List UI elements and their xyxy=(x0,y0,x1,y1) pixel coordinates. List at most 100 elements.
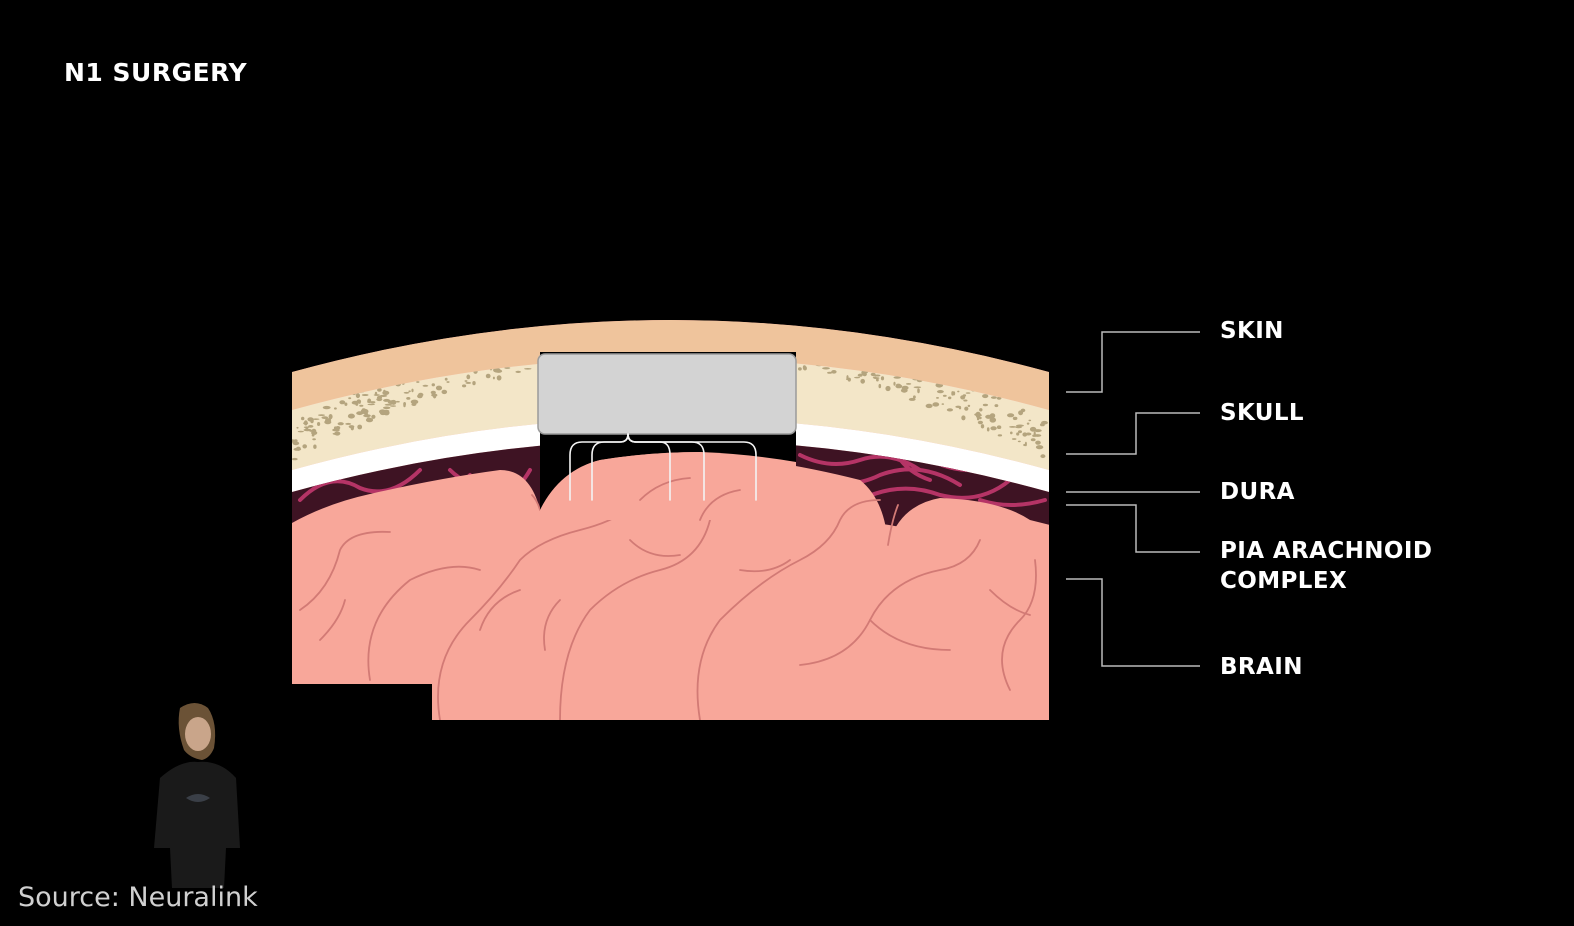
bone-spot xyxy=(308,425,314,428)
bone-spot xyxy=(465,381,472,384)
bone-spot xyxy=(485,373,491,379)
bone-spot xyxy=(989,413,996,419)
bone-spot xyxy=(446,381,450,383)
bone-spot xyxy=(366,401,374,403)
bone-spot xyxy=(1022,432,1028,437)
bone-spot xyxy=(913,386,922,389)
bone-spot xyxy=(854,376,861,379)
bone-spot xyxy=(357,424,363,430)
bone-spot xyxy=(1026,422,1030,425)
bone-spot xyxy=(900,388,908,393)
bone-spot xyxy=(870,372,876,377)
bone-spot xyxy=(301,416,305,421)
bone-spot xyxy=(472,381,476,386)
bone-spot xyxy=(293,447,302,451)
bone-spot xyxy=(292,439,296,443)
bone-spot xyxy=(975,414,982,417)
presenter-figure xyxy=(154,703,240,888)
skin-layer xyxy=(292,320,1049,410)
bone-spot xyxy=(318,414,325,416)
bone-spot xyxy=(384,403,392,406)
electrode-threads-icon xyxy=(569,433,757,501)
slide-title: N1 SURGERY xyxy=(64,58,248,87)
bone-spot xyxy=(906,383,912,385)
pia-arachnoid-label: PIA ARACHNOID COMPLEX xyxy=(1220,538,1433,594)
bone-spot xyxy=(942,394,947,397)
bone-spot xyxy=(361,394,369,396)
implant-device-icon xyxy=(537,353,797,435)
bone-spot xyxy=(1035,440,1041,445)
bone-spot xyxy=(957,390,960,393)
bone-spot xyxy=(1032,434,1037,437)
bone-spot xyxy=(1028,419,1032,422)
bone-spot xyxy=(917,388,920,394)
bone-spot xyxy=(303,428,312,432)
bone-spot xyxy=(431,393,438,397)
bone-spot xyxy=(495,369,503,373)
bone-spot xyxy=(347,413,355,419)
bone-spot xyxy=(982,403,989,407)
bone-spot xyxy=(321,416,329,419)
bone-spot xyxy=(827,371,833,374)
brain-surface xyxy=(292,451,1049,720)
source-credit: Source: Neuralink xyxy=(18,882,258,913)
bone-spot xyxy=(383,389,386,393)
bone-spot xyxy=(422,384,429,387)
bone-spot xyxy=(350,425,354,431)
bone-spot xyxy=(296,426,299,429)
bone-spot xyxy=(417,394,423,399)
bone-spot xyxy=(524,368,532,370)
bone-spot xyxy=(990,426,997,431)
bone-spot xyxy=(292,441,300,446)
bone-spot xyxy=(435,385,443,391)
bone-spot xyxy=(961,415,966,421)
bone-spot xyxy=(339,400,346,405)
bone-spot xyxy=(356,411,364,416)
bone-spot xyxy=(1007,413,1015,418)
bone-spot xyxy=(390,405,397,407)
bone-spot xyxy=(328,414,333,420)
bone-spot xyxy=(464,380,468,382)
bone-spot xyxy=(367,403,376,406)
dura-label: DURA xyxy=(1220,479,1295,505)
bone-spot xyxy=(410,399,419,405)
bone-spot xyxy=(406,397,411,400)
bone-spot xyxy=(885,385,891,392)
bone-spot xyxy=(297,430,304,433)
bone-spot xyxy=(355,393,360,399)
bone-spot xyxy=(384,410,390,415)
skull-leader-line xyxy=(1066,412,1200,455)
bone-spot xyxy=(334,407,337,410)
bone-spot xyxy=(996,425,1002,430)
bone-spot xyxy=(893,376,901,379)
bone-spot xyxy=(880,376,885,381)
bone-spot xyxy=(431,383,435,387)
bone-spot xyxy=(444,377,448,381)
bone-spot xyxy=(344,402,348,406)
bone-spot xyxy=(1018,430,1022,434)
bone-spot xyxy=(955,405,962,408)
leader-lines xyxy=(1066,331,1200,667)
bone-spot xyxy=(1034,429,1042,433)
bone-spot xyxy=(846,378,851,381)
bone-spot xyxy=(982,394,989,399)
bone-spot xyxy=(311,433,315,437)
bone-spot xyxy=(492,376,495,380)
bone-spot xyxy=(963,399,968,402)
bone-spot xyxy=(348,397,352,400)
bone-spot xyxy=(908,397,916,401)
bone-spot xyxy=(991,396,997,399)
bone-spot xyxy=(967,404,971,407)
bone-spot xyxy=(312,438,316,441)
bone-spot xyxy=(1012,416,1018,421)
bone-spot xyxy=(337,422,344,426)
bone-spot xyxy=(962,394,967,397)
bulge-folds xyxy=(639,477,741,521)
bone-spot xyxy=(862,372,867,377)
bone-spot xyxy=(462,384,467,388)
bone-spot xyxy=(292,457,298,461)
bone-spot xyxy=(857,373,863,377)
bone-spot xyxy=(515,370,521,373)
bone-spot xyxy=(822,367,830,370)
brain-folds xyxy=(299,489,1037,720)
